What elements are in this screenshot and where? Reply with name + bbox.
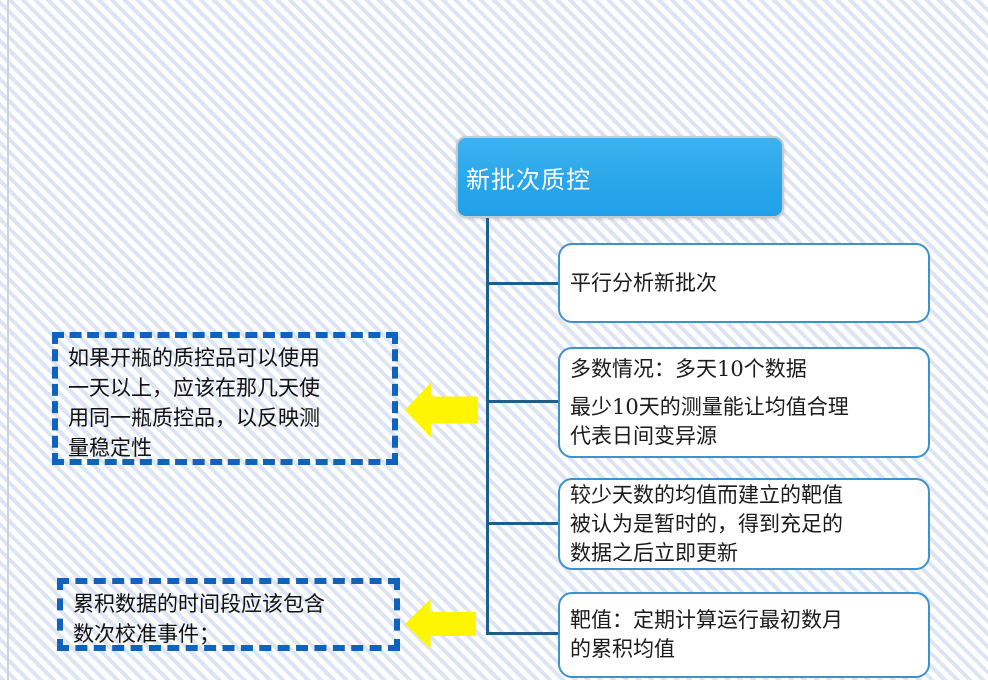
node-label: 靶值：定期计算运行最初数月 的累积均值	[570, 608, 843, 661]
left-arrow-icon[interactable]	[405, 382, 478, 438]
node-most-cases-data[interactable]: 多数情况：多天10个数据 最少10天的测量能让均值合理 代表日间变异源	[558, 347, 930, 458]
left-arrow-icon[interactable]	[405, 599, 476, 649]
note-label: 累积数据的时间段应该包含 数次校准事件；	[73, 592, 325, 646]
node-label: 平行分析新批次	[570, 270, 717, 295]
root-node-label: 新批次质控	[466, 165, 591, 194]
node-parallel-analysis[interactable]: 平行分析新批次	[558, 243, 930, 323]
connector-branch-3	[486, 522, 560, 525]
note-box-calibration-events[interactable]: 累积数据的时间段应该包含 数次校准事件；	[57, 578, 400, 651]
note-box-same-vial[interactable]: 如果开瓶的质控品可以使用 一天以上，应该在那几天使 用同一瓶质控品，以反映测 量…	[52, 332, 398, 465]
note-label: 如果开瓶的质控品可以使用 一天以上，应该在那几天使 用同一瓶质控品，以反映测 量…	[68, 346, 320, 460]
connector-branch-1	[486, 282, 560, 285]
connector-branch-4	[486, 632, 560, 635]
connector-trunk	[486, 218, 489, 635]
node-label-line2: 最少10天的测量能让均值合理 代表日间变异源	[570, 394, 849, 448]
connector-branch-2	[486, 400, 560, 403]
node-cumulative-mean[interactable]: 靶值：定期计算运行最初数月 的累积均值	[558, 592, 930, 678]
root-node-new-batch-qc[interactable]: 新批次质控	[456, 136, 784, 218]
node-label-line1: 多数情况：多天10个数据	[570, 356, 807, 381]
node-label: 较少天数的均值而建立的靶值 被认为是暂时的，得到充足的 数据之后立即更新	[570, 482, 843, 565]
slide-left-edge	[7, 0, 9, 680]
node-temporary-target[interactable]: 较少天数的均值而建立的靶值 被认为是暂时的，得到充足的 数据之后立即更新	[558, 478, 930, 570]
